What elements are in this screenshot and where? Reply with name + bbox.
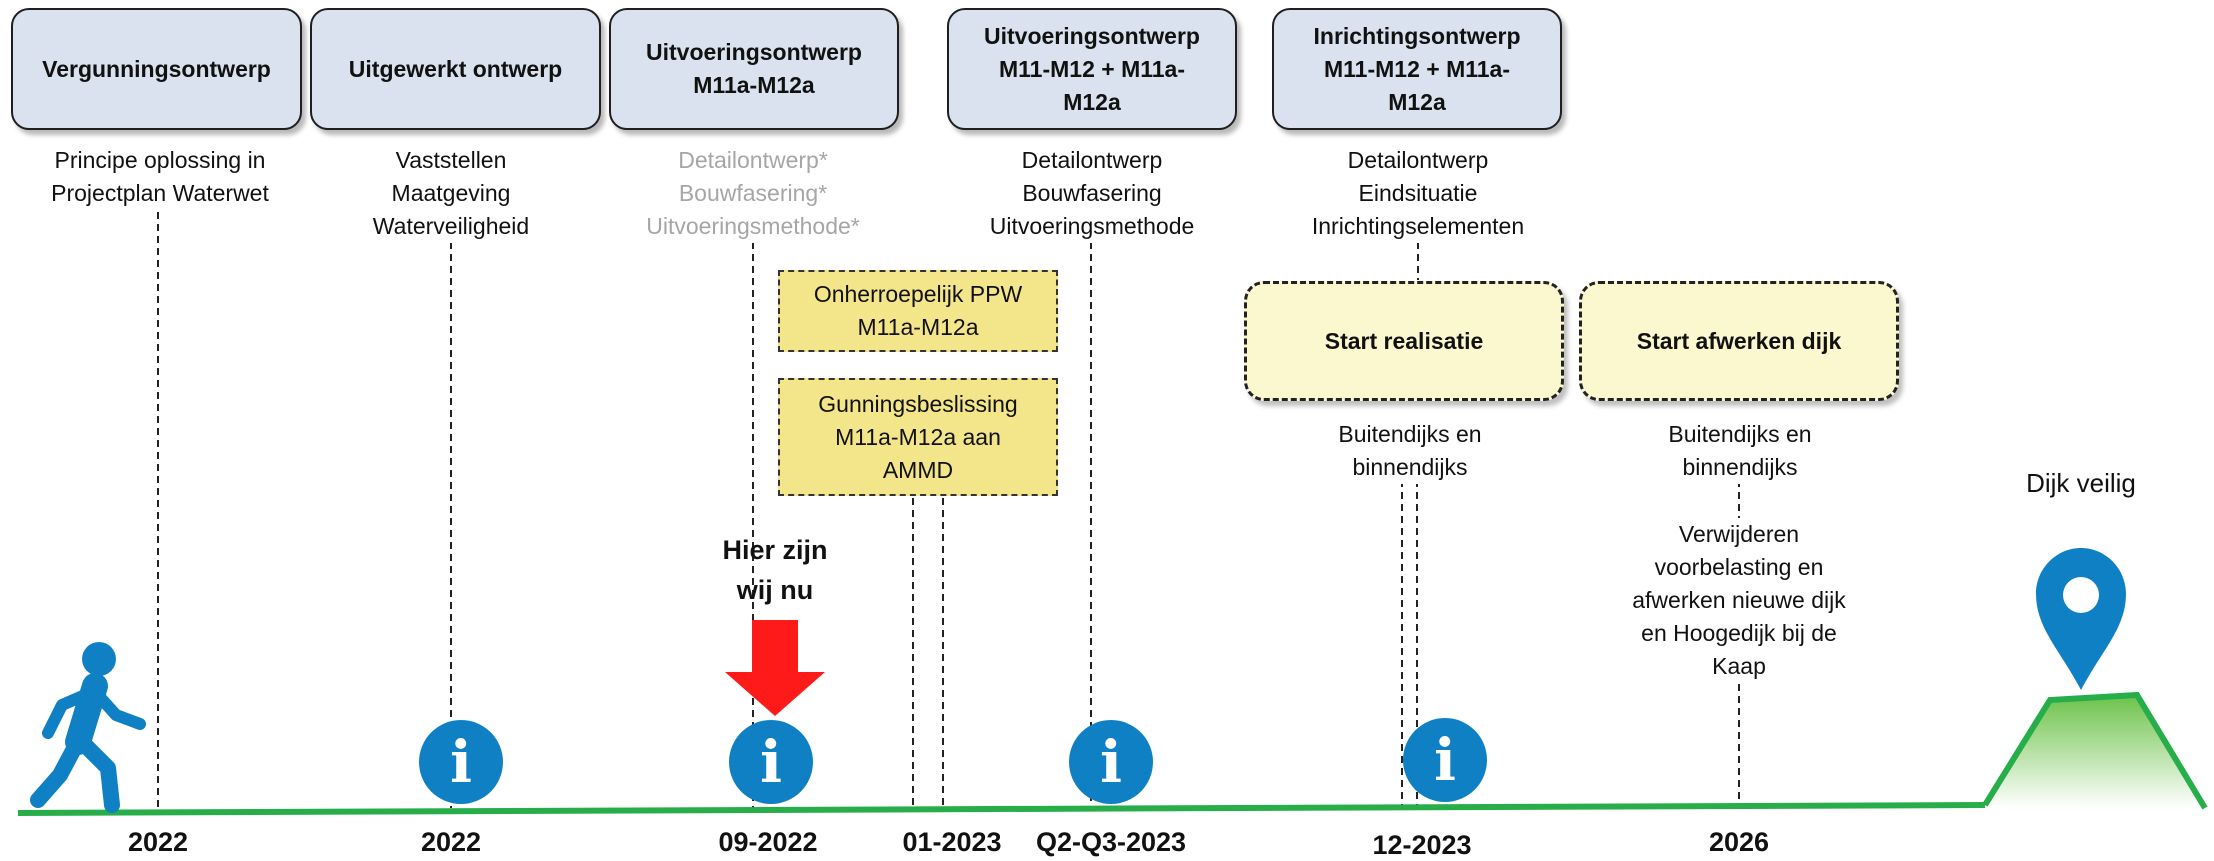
hill-icon <box>1985 695 2205 808</box>
phase-description: Detailontwerp Eindsituatie Inrichtingsel… <box>1288 144 1548 243</box>
timeline-date: Q2-Q3-2023 <box>1035 827 1187 857</box>
current-position-label: Hier zijn wij nu <box>722 535 828 605</box>
down-arrow-icon <box>725 620 825 716</box>
timeline-line <box>17 802 1986 816</box>
info-icon[interactable]: i <box>729 720 813 804</box>
phase-description: Principe oplossing in Projectplan Waterw… <box>20 144 300 210</box>
start-box-afwerken: Start afwerken dijk <box>1579 281 1899 401</box>
afwerken-note: Verwijderen voorbelasting en afwerken ni… <box>1606 518 1872 683</box>
map-pin-icon <box>2036 548 2126 690</box>
walking-person-icon <box>30 642 146 813</box>
phase-box-uitvoeringsontwerp-m11a: Uitvoeringsontwerp M11a-M12a <box>609 8 899 130</box>
phase-box-vergunningsontwerp: Vergunningsontwerp <box>11 8 302 130</box>
milestone-box-gunning: Gunningsbeslissing M11a-M12a aan AMMD <box>778 378 1058 496</box>
timeline-date: 2022 <box>420 827 482 857</box>
phase-description: Detailontwerp Bouwfasering Uitvoeringsme… <box>962 144 1222 243</box>
timeline-date: 09-2022 <box>718 827 818 857</box>
start-box-realisatie: Start realisatie <box>1244 281 1564 401</box>
info-icon[interactable]: i <box>419 720 503 804</box>
phase-box-uitvoeringsontwerp-m11: Uitvoeringsontwerp M11-M12 + M11a- M12a <box>947 8 1237 130</box>
info-icon[interactable]: i <box>1069 720 1153 804</box>
phase-title: Uitgewerkt ontwerp <box>348 55 563 82</box>
phase-title: Uitvoeringsontwerp M11a-M12a <box>646 39 862 98</box>
milestone-box-ppw: Onherroepelijk PPW M11a-M12a <box>778 270 1058 352</box>
phase-title: Vergunningsontwerp <box>42 55 271 82</box>
start-box-subtext: Buitendijks en binnendijks <box>1620 418 1860 484</box>
phase-title: Uitvoeringsontwerp M11-M12 + M11a- M12a <box>984 22 1200 115</box>
phase-description: Detailontwerp* Bouwfasering* Uitvoerings… <box>613 144 893 243</box>
timeline-date: 2026 <box>1708 827 1770 857</box>
phase-box-uitgewerkt-ontwerp: Uitgewerkt ontwerp <box>310 8 601 130</box>
start-box-subtext: Buitendijks en binnendijks <box>1290 418 1530 484</box>
timeline-date: 2022 <box>127 827 189 857</box>
info-icon[interactable]: i <box>1403 718 1487 802</box>
timeline-date: 01-2023 <box>902 827 1002 857</box>
phase-title: Inrichtingsontwerp M11-M12 + M11a- M12a <box>1313 22 1521 115</box>
goal-label: Dijk veilig <box>2026 468 2136 498</box>
phase-box-inrichtingsontwerp: Inrichtingsontwerp M11-M12 + M11a- M12a <box>1272 8 1562 130</box>
timeline-date: 12-2023 <box>1372 830 1472 860</box>
phase-description: Vaststellen Maatgeving Waterveiligheid <box>326 144 576 243</box>
